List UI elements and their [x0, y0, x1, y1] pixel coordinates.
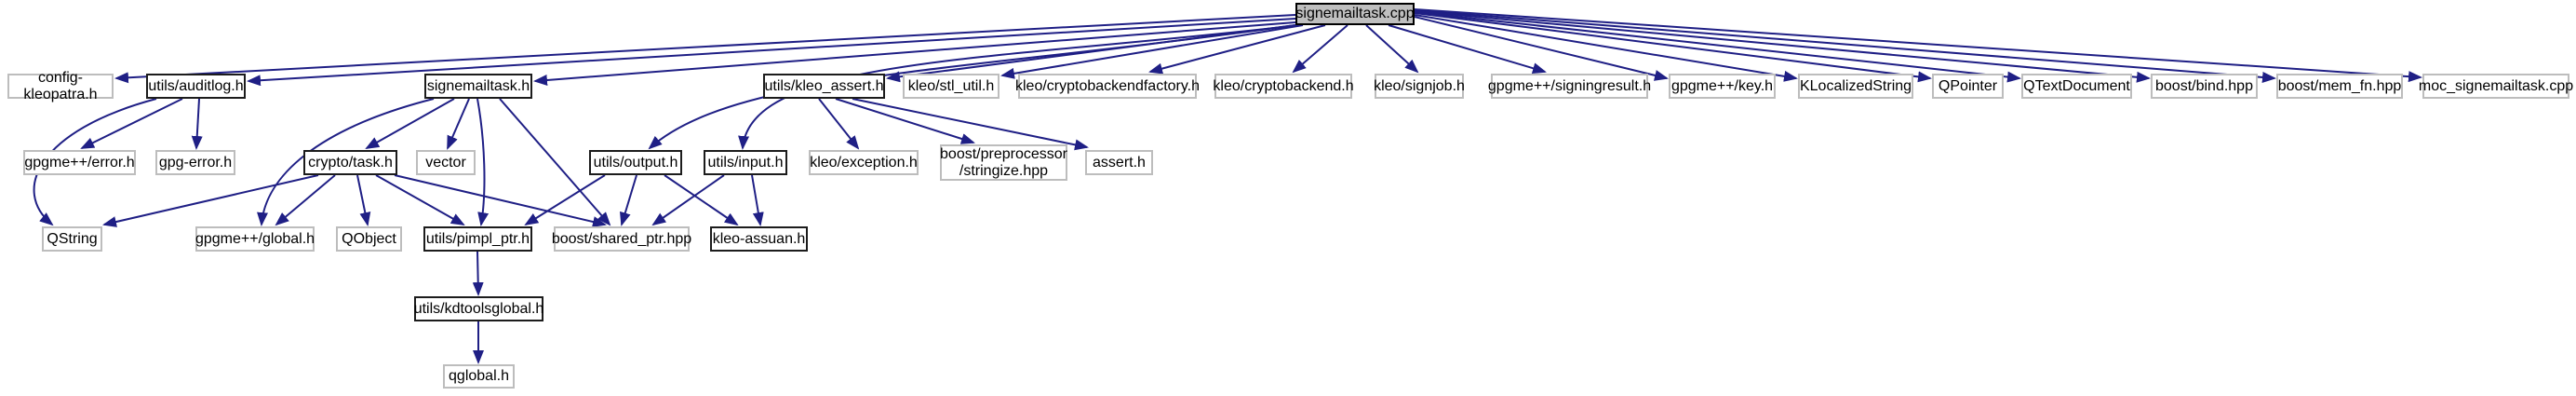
edge-signemailtask-h--vector [447, 98, 470, 150]
node-utils-auditlog-h[interactable]: utils/auditlog.h [146, 74, 246, 99]
edge-utils-auditlog-h--gpg-error-h [191, 98, 203, 150]
node-utils-pimpl-ptr-h[interactable]: utils/pimpl_ptr.h [423, 226, 532, 252]
node-moc-signemailtask-cpp: moc_signemailtask.cpp [2419, 74, 2573, 99]
edge-crypto-task-h--qstring [102, 174, 319, 227]
node-boost-shared-ptr-hpp: boost/shared_ptr.hpp [552, 226, 691, 252]
edge-utils-kleo-assert-h--assert-h [852, 98, 1089, 151]
edge-utils-kleo-assert-h--boost-preprocessor-stringize-hpp [835, 98, 975, 144]
edge-signemailtask-cpp--gpgme-key-h [1414, 16, 1669, 81]
node-crypto-task-h[interactable]: crypto/task.h [303, 150, 397, 175]
edge-signemailtask-cpp--kleo-cryptobackend-h [1292, 24, 1348, 74]
node-qobject: QObject [336, 226, 402, 252]
node-qpointer: QPointer [1932, 74, 2004, 99]
node-kleo-exception-h: kleo/exception.h [809, 150, 919, 175]
edge-signemailtask-cpp--kleo-signjob-h [1365, 24, 1419, 74]
node-signemailtask-cpp: signemailtask.cpp [1295, 3, 1415, 25]
node-vector: vector [416, 150, 476, 175]
node-utils-kdtoolsglobal-h[interactable]: utils/kdtoolsglobal.h [414, 296, 543, 321]
edge-crypto-task-h--qobject [356, 174, 371, 226]
node-config-kleopatra-h: config-kleopatra.h [7, 70, 114, 102]
node-kleo-signjob-h: kleo/signjob.h [1374, 74, 1465, 99]
edge-utils-input-h--boost-shared-ptr-hpp [651, 174, 725, 226]
edge-signemailtask-cpp--utils-input-h [738, 24, 1300, 150]
edge-utils-input-h--kleo-assuan-h [751, 174, 764, 226]
node-boost-bind-hpp: boost/bind.hpp [2151, 74, 2258, 99]
edge-utils-output-h--kleo-assuan-h [664, 174, 739, 226]
edge-signemailtask-cpp--qpointer [1414, 12, 1932, 83]
edge-signemailtask-cpp--kleo-cryptobackendfactory-h [1148, 24, 1326, 75]
edge-signemailtask-cpp--signemailtask-h [533, 21, 1296, 86]
node-gpgme-signingresult-h: gpgme++/signingresult.h [1488, 74, 1651, 99]
node-kleo-cryptobackendfactory-h: kleo/cryptobackendfactory.h [1015, 74, 1200, 99]
node-qstring: QString [42, 226, 102, 252]
edge-signemailtask-cpp--boost-bind-hpp [1414, 10, 2151, 83]
edge-signemailtask-h--crypto-task-h [365, 98, 455, 149]
edge-signemailtask-h--utils-pimpl-ptr-h [476, 98, 490, 226]
edge-signemailtask-cpp--gpgme-signingresult-h [1388, 24, 1547, 75]
edge-signemailtask-cpp--klocalizedstring [1414, 14, 1798, 82]
edge-utils-kleo-assert-h--kleo-exception-h [818, 98, 860, 150]
edge-signemailtask-cpp--qtextdocument [1414, 11, 2021, 83]
edge-utils-auditlog-h--gpgme-error-h [80, 98, 183, 149]
node-kleo-stl-util-h: kleo/stl_util.h [903, 74, 1000, 99]
edge-signemailtask-cpp--kleo-stl-util-h [1000, 24, 1304, 79]
node-gpg-error-h: gpg-error.h [155, 150, 235, 175]
node-kleo-assuan-h[interactable]: kleo-assuan.h [710, 226, 808, 252]
edge-crypto-task-h--boost-shared-ptr-hpp [394, 174, 607, 227]
edge-signemailtask-h--boost-shared-ptr-hpp [499, 98, 611, 226]
edge-signemailtask-cpp--utils-auditlog-h [247, 18, 1296, 87]
edge-signemailtask-cpp--moc-signemailtask-cpp [1414, 8, 2422, 83]
node-gpgme-global-h: gpgme++/global.h [195, 226, 315, 252]
node-qglobal-h: qglobal.h [443, 364, 515, 389]
node-gpgme-error-h: gpgme++/error.h [23, 150, 136, 175]
edge-crypto-task-h--utils-pimpl-ptr-h [375, 174, 465, 225]
edge-signemailtask-cpp--config-kleopatra-h [114, 14, 1296, 84]
node-boost-mem-fn-hpp: boost/mem_fn.hpp [2276, 74, 2403, 99]
node-signemailtask-h[interactable]: signemailtask.h [424, 74, 532, 99]
edge-utils-output-h--boost-shared-ptr-hpp [620, 174, 637, 226]
node-gpgme-key-h: gpgme++/key.h [1669, 74, 1776, 99]
edge-signemailtask-cpp--boost-mem-fn-hpp [1414, 9, 2276, 83]
node-assert-h: assert.h [1085, 150, 1153, 175]
node-utils-output-h[interactable]: utils/output.h [589, 150, 682, 175]
edge-utils-pimpl-ptr-h--utils-kdtoolsglobal-h [472, 251, 484, 296]
node-boost-preprocessor-stringize-hpp: boost/preprocessor /stringize.hpp [940, 144, 1067, 181]
node-kleo-cryptobackend-h: kleo/cryptobackend.h [1213, 74, 1354, 99]
node-qtextdocument: QTextDocument [2021, 74, 2132, 99]
edge-crypto-task-h--gpgme-global-h [275, 174, 336, 226]
node-klocalizedstring: KLocalizedString [1798, 74, 1913, 99]
node-utils-kleo-assert-h[interactable]: utils/kleo_assert.h [763, 74, 885, 99]
node-utils-input-h[interactable]: utils/input.h [704, 150, 787, 175]
edge-utils-output-h--utils-pimpl-ptr-h [524, 174, 606, 226]
